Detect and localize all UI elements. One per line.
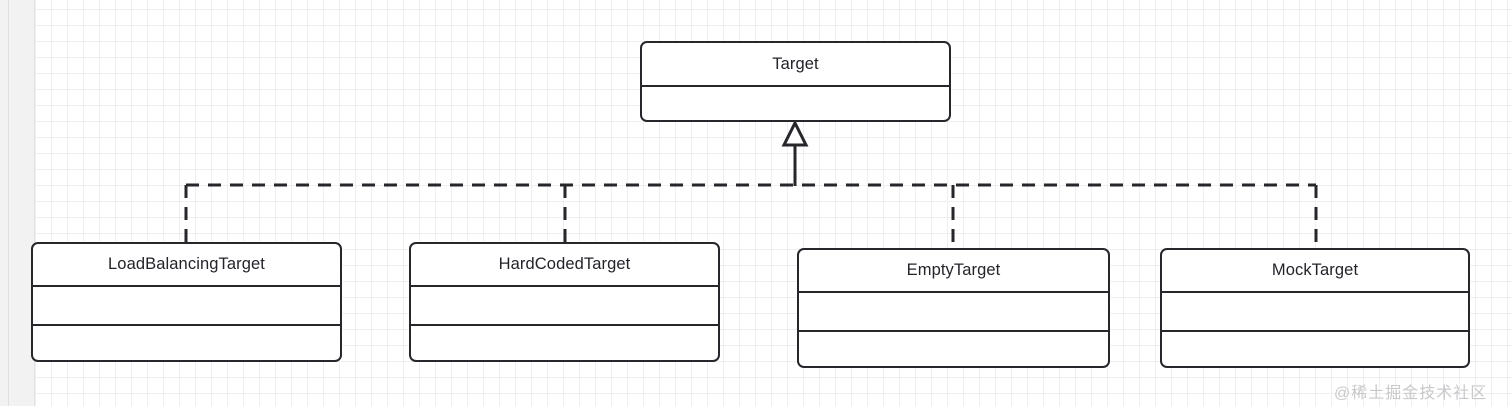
uml-class-title-load-balancing-target: LoadBalancingTarget (108, 255, 265, 273)
uml-class-title-mock-target: MockTarget (1271, 261, 1359, 279)
uml-compartment-mock-target-1 (1162, 291, 1468, 330)
gutter-edge-line (8, 0, 9, 406)
left-gutter (0, 0, 35, 406)
uml-class-title-target: Target (772, 54, 819, 73)
watermark: @稀土掘金技术社区 (1334, 385, 1488, 402)
uml-class-empty-target[interactable]: EmptyTarget (797, 248, 1110, 368)
uml-compartment-hard-coded-target-1 (411, 285, 718, 324)
uml-class-title-hard-coded-target: HardCodedTarget (498, 255, 631, 273)
uml-compartment-hard-coded-target-2 (411, 324, 718, 360)
uml-compartment-load-balancing-target-2 (33, 324, 340, 360)
uml-class-target[interactable]: Target (640, 41, 951, 122)
uml-class-mock-target[interactable]: MockTarget (1160, 248, 1470, 368)
uml-compartment-empty-target-2 (799, 330, 1108, 366)
realization-arrowhead-icon (781, 119, 809, 147)
uml-compartment-load-balancing-target-1 (33, 285, 340, 324)
uml-class-title-empty-target: EmptyTarget (906, 261, 1001, 279)
uml-compartment-target-1 (642, 85, 949, 120)
uml-compartment-mock-target-2 (1162, 330, 1468, 366)
uml-compartment-empty-target-1 (799, 291, 1108, 330)
uml-class-load-balancing-target[interactable]: LoadBalancingTarget (31, 242, 342, 362)
uml-class-hard-coded-target[interactable]: HardCodedTarget (409, 242, 720, 362)
